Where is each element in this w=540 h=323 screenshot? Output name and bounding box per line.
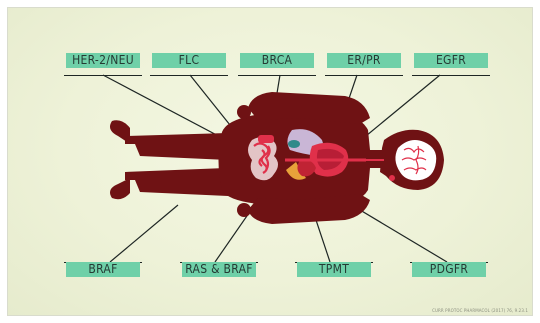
body-silhouette [110,92,444,224]
label-brca: BRCA [240,53,314,68]
underline-brca [238,75,316,76]
label-tpmt: TPMT [297,262,371,277]
underline-er-pr [325,75,403,76]
underline-her2-neu [64,75,142,76]
underline-flc [150,75,228,76]
label-braf: BRAF [66,262,140,277]
label-pdgfr: PDGFR [412,262,486,277]
underline-egfr [412,75,490,76]
label-ras-braf: RAS & BRAF [182,262,256,277]
label-her2-neu: HER-2/NEU [66,53,140,68]
line-braf [110,205,178,262]
label-er-pr: ER/PR [327,53,401,68]
label-flc: FLC [152,53,226,68]
label-egfr: EGFR [414,53,488,68]
citation-text: CURR PROTOC PHARMACOL (2017) 76, 9.23.1 [432,308,528,313]
